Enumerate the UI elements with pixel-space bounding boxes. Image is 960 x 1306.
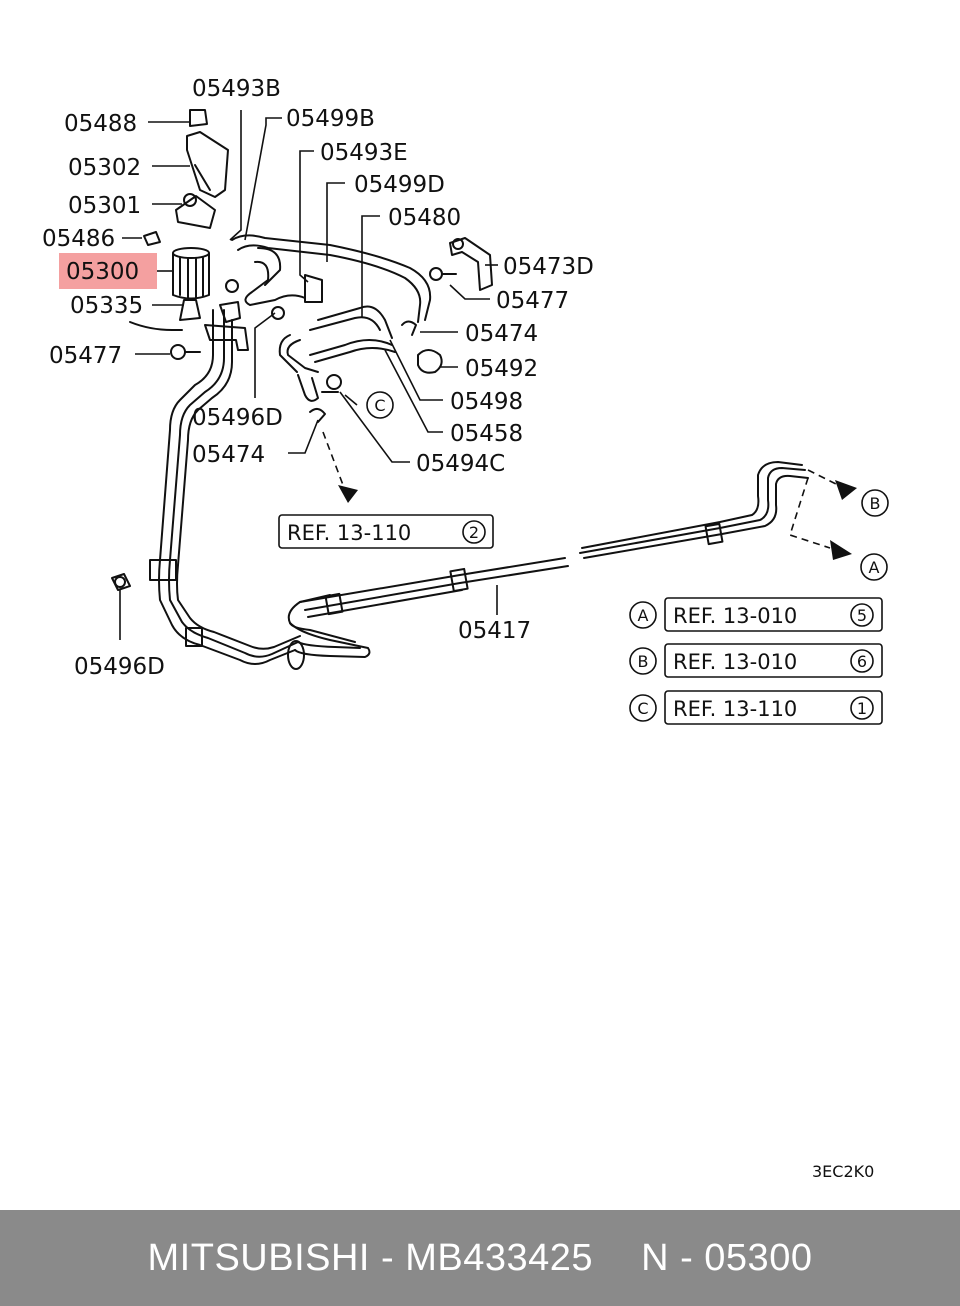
label-05300: 05300	[66, 259, 139, 285]
footer-number: N - 05300	[641, 1236, 813, 1279]
ref-main-num: 2	[469, 523, 479, 542]
ref-main[interactable]: REF. 13-110 2	[278, 514, 494, 549]
label-05458: 05458	[450, 421, 523, 447]
svg-text:C: C	[374, 396, 385, 415]
label-05474-left: 05474	[192, 442, 265, 468]
arrowheads	[338, 480, 857, 560]
ref-c-letter: C	[637, 699, 648, 718]
footer-bar: MITSUBISHI - MB433425 N - 05300	[0, 1210, 960, 1306]
label-05473D: 05473D	[503, 254, 594, 280]
drawing-code: 3EC2K0	[812, 1162, 874, 1181]
label-05499B: 05499B	[286, 106, 375, 132]
label-05474-right: 05474	[465, 321, 538, 347]
label-05335: 05335	[70, 293, 143, 319]
ref-c-num: 1	[857, 699, 867, 718]
label-05496D-lower: 05496D	[74, 654, 165, 680]
leader-lines	[119, 110, 839, 640]
ref-b-num: 6	[857, 652, 867, 671]
parts-diagram: 05493B 05488 05499B 05493E 05302 05499D …	[42, 76, 889, 1181]
label-05493B: 05493B	[192, 76, 281, 102]
ref-c-text: REF. 13-110	[673, 697, 797, 721]
ref-b[interactable]: B REF. 13-010 6	[629, 643, 883, 678]
ref-b-text: REF. 13-010	[673, 650, 797, 674]
label-05499D: 05499D	[354, 172, 445, 198]
marker-c: C	[366, 391, 394, 419]
label-05492: 05492	[465, 356, 538, 382]
ref-a-text: REF. 13-010	[673, 604, 797, 628]
svg-text:B: B	[870, 494, 881, 513]
fuel-lines-drawing	[111, 109, 809, 670]
label-05498: 05498	[450, 389, 523, 415]
ref-a-letter: A	[638, 606, 649, 625]
label-05302: 05302	[68, 155, 141, 181]
part-labels: 05493B 05488 05499B 05493E 05302 05499D …	[42, 76, 594, 680]
ref-c[interactable]: C REF. 13-110 1	[629, 690, 883, 725]
highlight-box	[59, 253, 157, 289]
ref-b-letter: B	[638, 652, 649, 671]
ref-main-text: REF. 13-110	[287, 521, 411, 545]
marker-a: A	[860, 553, 888, 581]
label-05488: 05488	[64, 111, 137, 137]
label-05496D-upper: 05496D	[192, 405, 283, 431]
label-05486: 05486	[42, 226, 115, 252]
svg-text:A: A	[869, 558, 880, 577]
ref-a-num: 5	[857, 606, 867, 625]
label-05417: 05417	[458, 618, 531, 644]
footer-brand-part: MITSUBISHI - MB433425	[147, 1236, 594, 1279]
label-05494C: 05494C	[416, 451, 505, 477]
label-05301: 05301	[68, 193, 141, 219]
label-05480: 05480	[388, 205, 461, 231]
label-05477-right: 05477	[496, 288, 569, 314]
label-05477-left: 05477	[49, 343, 122, 369]
marker-b: B	[861, 489, 889, 517]
label-05493E: 05493E	[320, 140, 408, 166]
ref-a[interactable]: A REF. 13-010 5	[629, 597, 883, 632]
